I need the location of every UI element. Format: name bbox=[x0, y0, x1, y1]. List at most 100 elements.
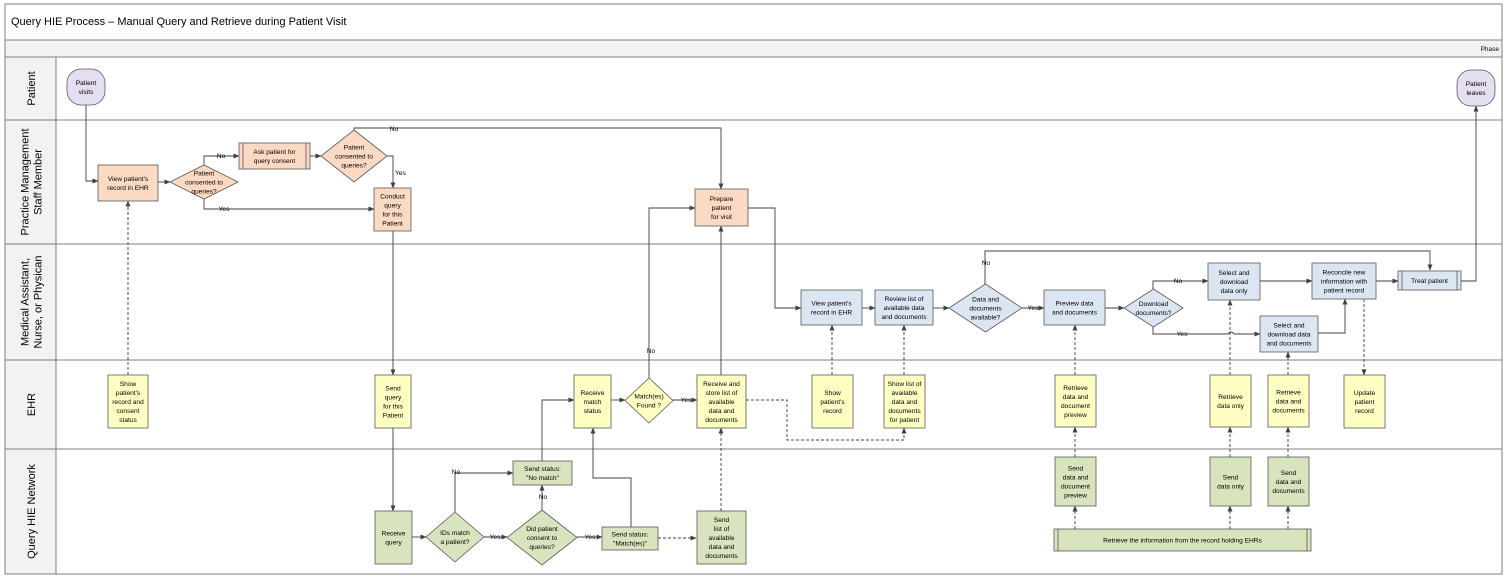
shape-body bbox=[694, 188, 749, 227]
shape-body bbox=[1456, 69, 1496, 107]
shape-body bbox=[1343, 374, 1386, 429]
lane-label-practice: Practice ManagementStaff Member bbox=[20, 129, 45, 236]
shape-body bbox=[1207, 262, 1261, 301]
flow-ids-no bbox=[454, 470, 514, 512]
label-didconsent-no: No bbox=[539, 494, 548, 501]
shape-body bbox=[107, 374, 149, 429]
shape-body bbox=[601, 526, 659, 551]
shape-body bbox=[512, 460, 573, 486]
shape-body bbox=[811, 374, 854, 429]
shape-label: Treat patient bbox=[1411, 278, 1448, 285]
label-download-no: No bbox=[1174, 278, 1183, 285]
flow-download-no bbox=[1152, 278, 1209, 289]
shape-label: Send status:"No match" bbox=[524, 466, 561, 482]
flow-match-no bbox=[648, 205, 696, 378]
shape-body bbox=[1209, 374, 1252, 428]
shape-body bbox=[1259, 315, 1319, 353]
edge-labels: No Yes No Yes No Yes No Yes No Yes No Ye… bbox=[217, 126, 1188, 541]
shape-body bbox=[506, 509, 578, 566]
shape-body bbox=[373, 187, 412, 232]
shape-body bbox=[320, 129, 388, 183]
data-recvstore-to-showlist bbox=[746, 399, 907, 441]
shape-body bbox=[696, 510, 747, 565]
phase-label: Phase bbox=[1481, 46, 1500, 53]
node-matches-found-decision: Match(es)Found ? bbox=[624, 377, 674, 424]
label-avail-yes: Yes bbox=[1028, 305, 1039, 312]
shape-body bbox=[1123, 288, 1184, 328]
node-send-matches: Send status:"Match(es)" bbox=[601, 526, 659, 551]
shape-body bbox=[696, 374, 747, 429]
label-consent2-no: No bbox=[390, 126, 399, 133]
flow-treat-to-leaves bbox=[1461, 105, 1479, 282]
flow-visits-to-view bbox=[85, 105, 99, 184]
label-consent1-no: No bbox=[217, 153, 226, 160]
diagram-title: Query HIE Process – Manual Query and Ret… bbox=[11, 16, 346, 28]
flow-seldocs-to-reconcile bbox=[1318, 298, 1348, 334]
shape-label: Send status:"Match(es)" bbox=[612, 531, 649, 547]
label-match-yes: Yes bbox=[681, 397, 692, 404]
shape-body bbox=[1054, 456, 1097, 507]
flow-consent2-no bbox=[353, 127, 724, 190]
shape-body bbox=[1043, 289, 1106, 326]
label-consent1-yes: Yes bbox=[219, 206, 230, 213]
shape-body bbox=[238, 142, 311, 170]
flow-nomatch-to-recvmatch bbox=[541, 397, 575, 461]
shape-label: Retrieve the information from the record… bbox=[1103, 537, 1262, 544]
label-match-no: No bbox=[647, 348, 656, 355]
shape-body bbox=[1053, 528, 1312, 552]
shape-body bbox=[97, 164, 159, 202]
shape-body bbox=[948, 283, 1023, 333]
label-consent2-yes: Yes bbox=[395, 170, 406, 177]
flow-matches-to-recvmatch bbox=[590, 427, 632, 527]
shape-body bbox=[169, 164, 239, 200]
shape-body bbox=[374, 374, 412, 429]
connectors bbox=[85, 105, 1479, 541]
shape-body bbox=[1267, 456, 1310, 507]
label-ids-no: No bbox=[452, 469, 461, 476]
lane-label-ehr: EHR bbox=[26, 393, 38, 416]
